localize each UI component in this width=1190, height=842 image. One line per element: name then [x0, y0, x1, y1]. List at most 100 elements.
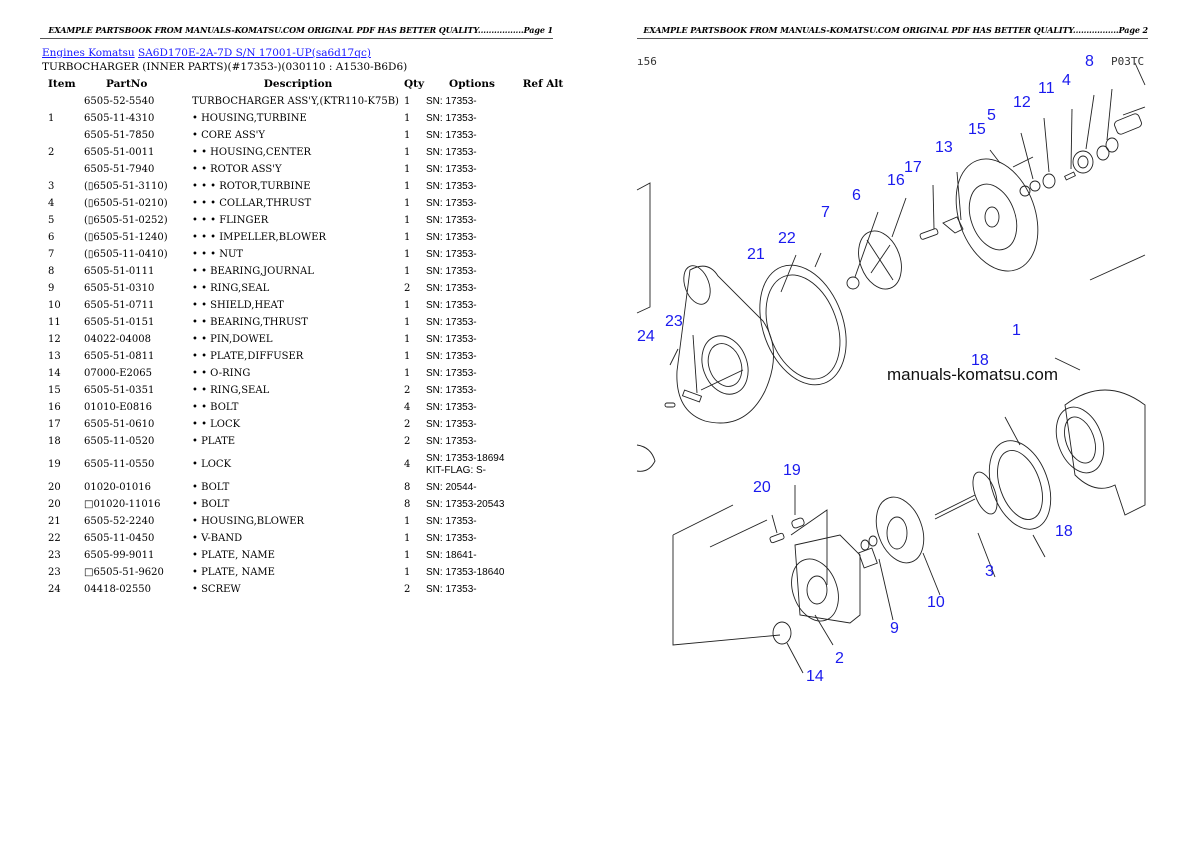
cell-qty: 1 — [404, 549, 411, 561]
cell-options: SN: 17353- — [426, 418, 477, 430]
watermark: manuals-komatsu.com — [887, 365, 1058, 384]
diagram-code-right: P03TC — [1111, 55, 1144, 68]
callout-2: 2 — [835, 650, 844, 667]
cell-options: SN: 17353- — [426, 163, 477, 175]
callout-14: 14 — [806, 668, 824, 685]
cell-item: 6 — [48, 231, 55, 243]
cell-partno: 6505-51-0151 — [84, 316, 155, 328]
cell-partno: 04022-04008 — [84, 333, 152, 345]
cell-options: SN: 17353-20543 — [426, 498, 505, 510]
cell-partno: 01020-01016 — [84, 481, 152, 493]
cell-description: • SCREW — [192, 583, 241, 595]
exploded-parts-diagram: ı56 P03TC manuals-komatsu.com 1 2 3 4 5 … — [635, 45, 1150, 695]
cell-refalt — [518, 263, 568, 280]
cell-qty: 8 — [404, 481, 411, 493]
callout-16: 16 — [887, 172, 905, 189]
cell-partno: 6505-52-2240 — [84, 515, 155, 527]
cell-qty: 1 — [404, 180, 411, 192]
cell-qty: 1 — [404, 95, 411, 107]
cell-refalt — [518, 178, 568, 195]
cell-options: SN: 17353- — [426, 316, 477, 328]
callout-4: 4 — [1062, 72, 1071, 89]
cell-item — [42, 161, 84, 178]
cell-refalt — [518, 331, 568, 348]
cell-description: • • ROTOR ASS'Y — [192, 163, 282, 175]
cell-qty: 1 — [404, 350, 411, 362]
cell-refalt — [518, 127, 568, 144]
cell-refalt — [518, 93, 568, 110]
cell-refalt — [518, 399, 568, 416]
callout-3: 3 — [985, 563, 994, 580]
page-header: EXAMPLE PARTSBOOK FROM MANUALS-KOMATSU.C… — [637, 25, 1148, 39]
cell-item: 15 — [48, 384, 61, 396]
cell-refalt — [518, 348, 568, 365]
cell-qty: 2 — [404, 435, 411, 447]
cell-options: SN: 17353-18640 — [426, 566, 505, 578]
cell-partno: 6505-11-0520 — [84, 435, 155, 447]
cell-item: 20 — [48, 498, 61, 510]
cell-refalt — [518, 246, 568, 263]
cell-options: SN: 17353- — [426, 197, 477, 209]
cell-partno: 01010-E0816 — [84, 401, 152, 413]
cell-item — [42, 127, 84, 144]
col-header-description: Description — [263, 78, 333, 90]
cell-item: 4 — [48, 197, 55, 209]
cell-item: 11 — [48, 316, 61, 328]
callout-21: 21 — [747, 246, 765, 263]
breadcrumb-link-model[interactable]: SA6D170E-2A-7D S/N 17001-UP(sa6d17qc) — [138, 47, 371, 59]
cell-qty: 1 — [404, 515, 411, 527]
cell-refalt — [518, 144, 568, 161]
cell-partno: □01020-11016 — [84, 498, 161, 510]
cell-refalt — [518, 297, 568, 314]
cell-qty: 1 — [404, 146, 411, 158]
cell-options: SN: 17353- — [426, 112, 477, 124]
cell-item: 17 — [48, 418, 61, 430]
cell-description: • PLATE, NAME — [192, 566, 275, 578]
cell-description: • BOLT — [192, 498, 230, 510]
callout-24: 24 — [637, 328, 655, 345]
cell-options: SN: 17353- — [426, 401, 477, 413]
cell-description: • • BOLT — [192, 401, 239, 413]
cell-options: SN: 17353- — [426, 435, 477, 447]
cell-partno: 04418-02550 — [84, 583, 152, 595]
cell-refalt — [518, 530, 568, 547]
cell-description: • • PLATE,DIFFUSER — [192, 350, 304, 362]
parts-list-page: EXAMPLE PARTSBOOK FROM MANUALS-KOMATSU.C… — [40, 25, 568, 598]
cell-item: 22 — [48, 532, 61, 544]
breadcrumb-link-engines[interactable]: Engines Komatsu — [42, 47, 135, 59]
cell-qty: 1 — [404, 112, 411, 124]
cell-refalt — [518, 161, 568, 178]
cell-partno: 6505-52-5540 — [84, 95, 155, 107]
cell-description: • • SHIELD,HEAT — [192, 299, 284, 311]
cell-qty: 1 — [404, 231, 411, 243]
cell-description: • PLATE — [192, 435, 236, 447]
cell-qty: 1 — [404, 367, 411, 379]
col-header-options: Options — [449, 78, 495, 90]
options-line-kit-flag: KIT-FLAG: S- — [426, 464, 487, 476]
cell-item: 23 — [48, 566, 61, 578]
cell-partno: (▯6505-51-0252) — [84, 214, 168, 226]
cell-item: 9 — [48, 282, 55, 294]
callout-23: 23 — [665, 313, 683, 330]
cell-item: 19 — [48, 458, 61, 470]
cell-qty: 1 — [404, 248, 411, 260]
cell-refalt — [518, 212, 568, 229]
cell-partno: 6505-99-9011 — [84, 549, 155, 561]
callout-7: 7 — [821, 204, 830, 221]
cell-partno: (▯6505-51-3110) — [84, 180, 168, 192]
cell-qty: 1 — [404, 214, 411, 226]
cell-options: SN: 17353- — [426, 384, 477, 396]
cell-qty: 2 — [404, 583, 411, 595]
